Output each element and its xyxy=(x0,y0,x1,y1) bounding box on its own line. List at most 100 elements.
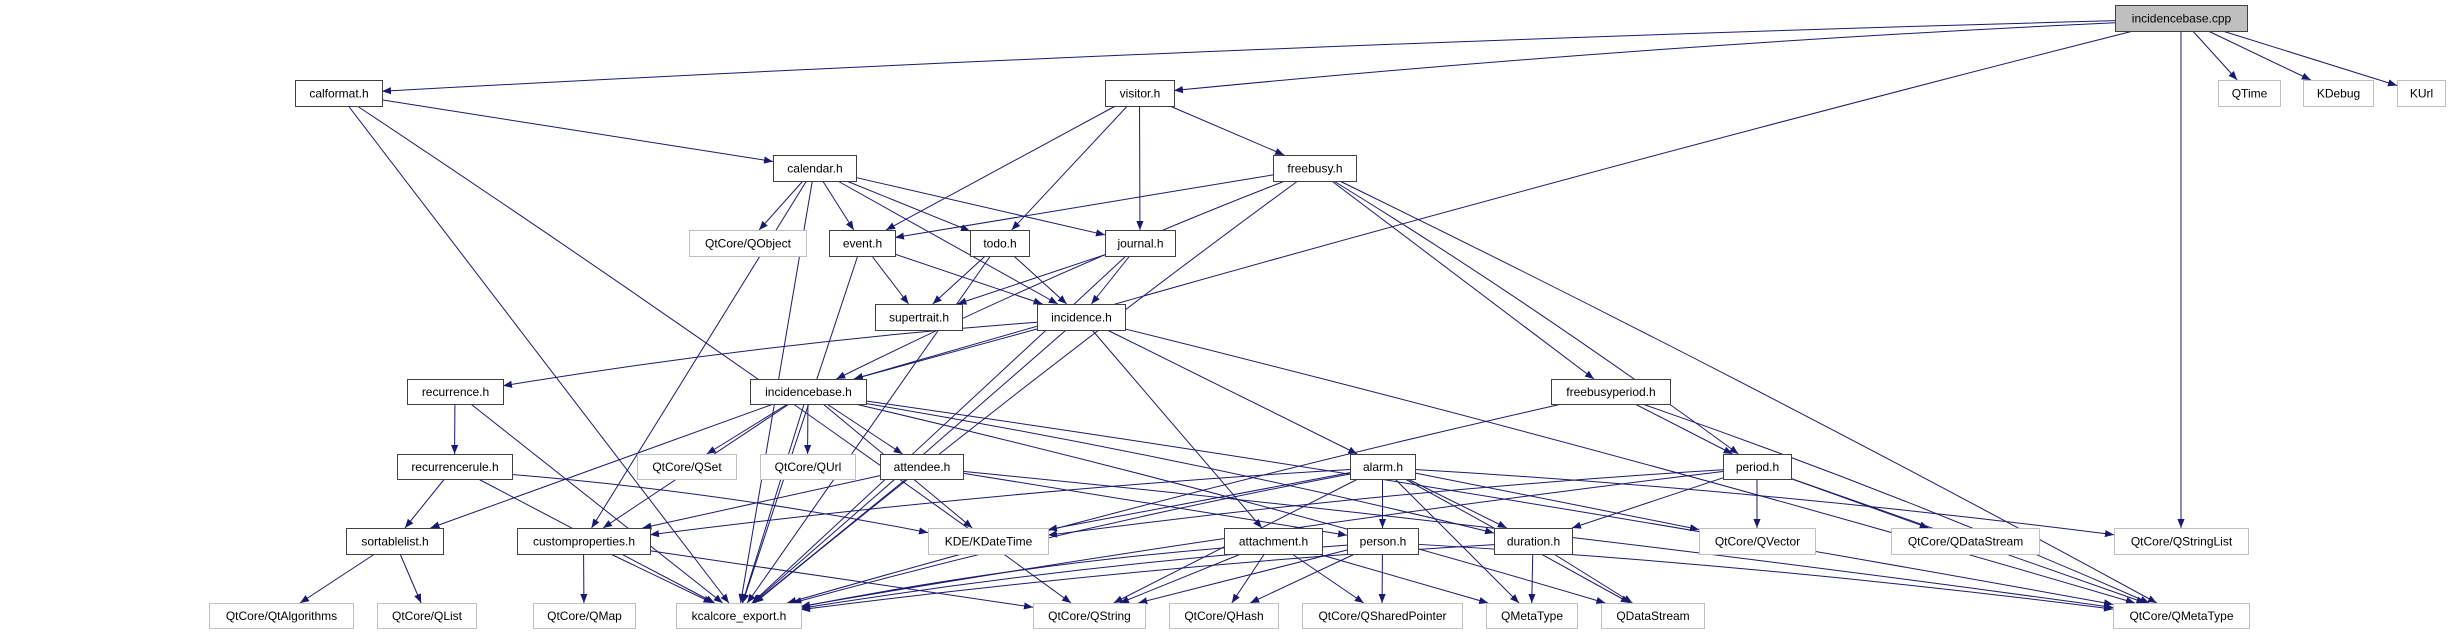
node-label: sortablelist.h xyxy=(361,535,428,549)
node-sortablelist[interactable]: sortablelist.h xyxy=(346,528,444,555)
node-label: QtCore/QMetaType xyxy=(2129,609,2233,623)
node-box xyxy=(1347,528,1419,555)
node-todo[interactable]: todo.h xyxy=(970,230,1030,257)
node-box xyxy=(1033,603,1146,629)
edge-attachment-to-qsharedpointer xyxy=(1291,553,1364,604)
edge-calformat-to-calendar xyxy=(381,99,774,164)
node-person[interactable]: person.h xyxy=(1347,528,1419,555)
edge-attendee-to-kcalcore_export xyxy=(753,478,907,604)
edges-layer xyxy=(299,20,2398,613)
node-label: QtCore/QUrl xyxy=(775,460,842,474)
node-label: period.h xyxy=(1736,460,1779,474)
node-label: QtCore/QStringList xyxy=(2131,535,2233,549)
edge-incidencebase-to-qtqmetatype xyxy=(865,400,2114,607)
node-box xyxy=(407,379,504,405)
node-recurrence[interactable]: recurrence.h xyxy=(407,379,504,405)
node-label: QtCore/QObject xyxy=(705,237,792,251)
node-qdatastream[interactable]: QDataStream xyxy=(1601,603,1705,629)
node-qset[interactable]: QtCore/QSet xyxy=(637,454,737,480)
node-label: QMetaType xyxy=(1501,609,1563,623)
edge-cpp-to-qtime xyxy=(2192,30,2238,81)
edge-cpp-to-visitor xyxy=(1173,22,2116,94)
node-box xyxy=(517,528,651,555)
node-qtqmetatype[interactable]: QtCore/QMetaType xyxy=(2113,603,2250,629)
node-attendee[interactable]: attendee.h xyxy=(880,454,964,480)
edge-incidencebase-to-qset xyxy=(706,403,789,455)
node-kdatetime[interactable]: KDE/KDateTime xyxy=(928,528,1049,555)
node-visitor[interactable]: visitor.h xyxy=(1105,80,1175,107)
node-label: journal.h xyxy=(1116,237,1163,251)
node-label: QtCore/QDataStream xyxy=(1908,535,2023,549)
node-freebusyperiod[interactable]: freebusyperiod.h xyxy=(1551,379,1671,405)
node-label: QtCore/QList xyxy=(392,609,463,623)
node-qhash[interactable]: QtCore/QHash xyxy=(1169,603,1279,629)
node-label: todo.h xyxy=(983,237,1016,251)
node-qvector[interactable]: QtCore/QVector xyxy=(1699,528,1816,555)
edge-event-to-supertrait xyxy=(871,255,909,305)
node-label: attachment.h xyxy=(1239,535,1308,549)
edge-alarm-to-kdatetime xyxy=(1047,472,1351,532)
node-label: calendar.h xyxy=(787,162,842,176)
node-cpp[interactable]: incidencebase.cpp xyxy=(2115,5,2248,32)
node-attachment[interactable]: attachment.h xyxy=(1224,528,1323,555)
node-event[interactable]: event.h xyxy=(829,230,896,257)
edge-incidencebase-to-sortablelist xyxy=(430,403,774,529)
edge-calendar-to-event xyxy=(822,180,855,231)
edge-event-to-kcalcore_export xyxy=(742,255,859,604)
node-box xyxy=(533,603,636,629)
edge-freebusy-to-event xyxy=(894,174,1274,240)
node-box xyxy=(2114,528,2249,555)
edge-calendar-to-todo xyxy=(846,180,971,232)
node-journal[interactable]: journal.h xyxy=(1105,230,1176,257)
node-box xyxy=(1105,80,1175,107)
node-period[interactable]: period.h xyxy=(1723,454,1792,480)
node-label: kcalcore_export.h xyxy=(692,609,787,623)
node-calendar[interactable]: calendar.h xyxy=(773,155,857,182)
node-qtqdatastream[interactable]: QtCore/QDataStream xyxy=(1891,528,2040,555)
node-box xyxy=(1302,603,1463,629)
node-qmap[interactable]: QtCore/QMap xyxy=(533,603,636,629)
node-box xyxy=(880,454,964,480)
node-box xyxy=(1037,304,1126,331)
node-recurrencerule[interactable]: recurrencerule.h xyxy=(397,454,513,480)
node-kdebug[interactable]: KDebug xyxy=(2303,80,2374,107)
node-box xyxy=(829,230,896,257)
node-label: freebusy.h xyxy=(1287,162,1342,176)
node-qurl[interactable]: QtCore/QUrl xyxy=(760,454,856,480)
node-qtalgorithms[interactable]: QtCore/QtAlgorithms xyxy=(209,603,354,629)
node-customproperties[interactable]: customproperties.h xyxy=(517,528,651,555)
node-kcalcore-export[interactable]: kcalcore_export.h xyxy=(676,603,802,629)
edge-attendee-to-person xyxy=(962,472,1348,538)
edge-freebusy-to-incidencebase xyxy=(836,180,1286,380)
edge-alarm-to-duration xyxy=(1407,478,1507,529)
node-label: QTime xyxy=(2232,87,2268,101)
node-qlist[interactable]: QtCore/QList xyxy=(377,603,477,629)
edge-todo-to-incidence xyxy=(1013,255,1068,305)
node-label: freebusyperiod.h xyxy=(1566,385,1655,399)
node-box xyxy=(2115,5,2248,32)
node-qstringlist[interactable]: QtCore/QStringList xyxy=(2114,528,2249,555)
node-qsharedpointer[interactable]: QtCore/QSharedPointer xyxy=(1302,603,1463,629)
node-incidence[interactable]: incidence.h xyxy=(1037,304,1126,331)
node-qtime[interactable]: QTime xyxy=(2218,80,2281,107)
node-calformat[interactable]: calformat.h xyxy=(295,80,383,107)
edge-incidencebase-to-duration xyxy=(865,402,1495,535)
node-label: KUrl xyxy=(2410,87,2433,101)
edge-sortablelist-to-qlist xyxy=(399,553,422,604)
edge-visitor-to-event xyxy=(885,105,1116,231)
node-freebusy[interactable]: freebusy.h xyxy=(1273,155,1357,182)
node-box xyxy=(970,230,1030,257)
node-duration[interactable]: duration.h xyxy=(1494,528,1573,555)
node-alarm[interactable]: alarm.h xyxy=(1350,454,1416,480)
node-label: QtCore/QtAlgorithms xyxy=(226,609,337,623)
node-qmetatype[interactable]: QMetaType xyxy=(1486,603,1578,629)
node-qstring[interactable]: QtCore/QString xyxy=(1033,603,1146,629)
edge-todo-to-supertrait xyxy=(932,255,986,305)
node-label: incidence.h xyxy=(1051,311,1112,325)
node-qobject[interactable]: QtCore/QObject xyxy=(689,230,807,257)
edge-incidence-to-recurrence xyxy=(502,321,1038,388)
node-supertrait[interactable]: supertrait.h xyxy=(875,304,963,331)
node-box xyxy=(209,603,354,629)
node-kurl[interactable]: KUrl xyxy=(2397,80,2446,107)
node-incidencebase[interactable]: incidencebase.h xyxy=(750,379,867,405)
